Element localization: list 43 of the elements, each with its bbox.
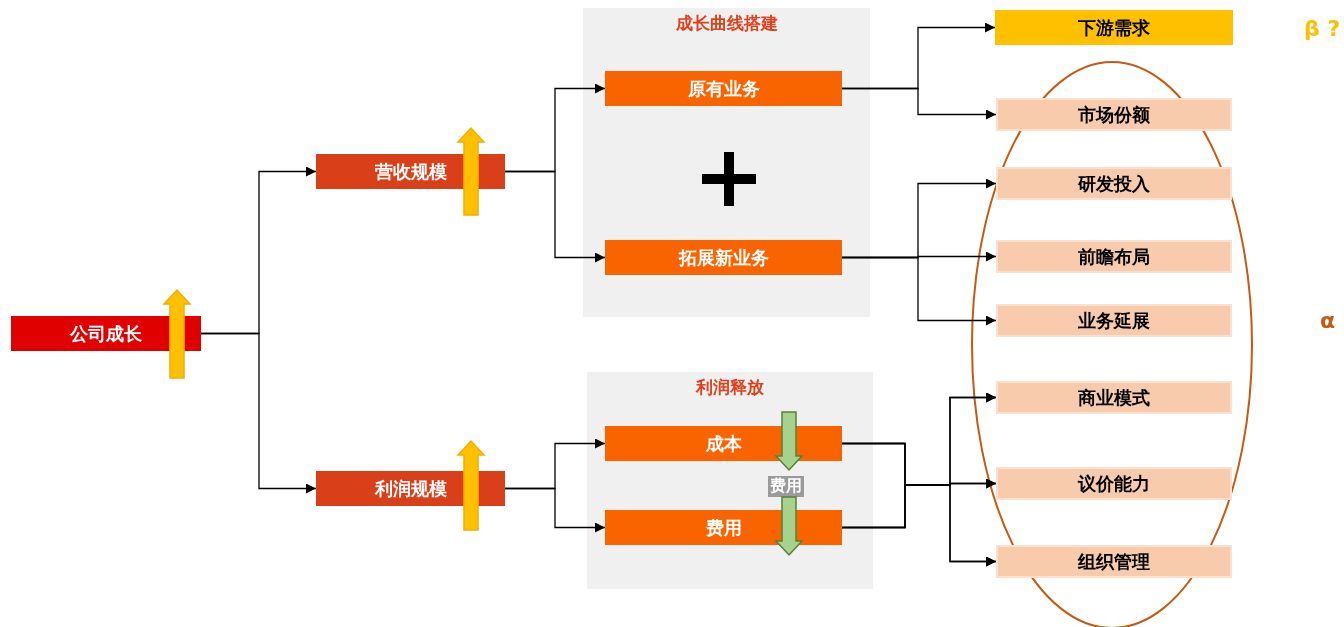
- box-label: 营收规模: [374, 159, 447, 184]
- group-heading: 利润释放: [696, 376, 764, 399]
- connector-arrow: [200, 332, 317, 494]
- box-label: 业务延展: [1078, 308, 1150, 333]
- group-heading: 成长曲线搭建: [675, 12, 778, 35]
- connector-arrow: [841, 484, 997, 567]
- box-label: 原有业务: [687, 76, 760, 101]
- process-box: [605, 71, 842, 106]
- factor-box: [996, 467, 1232, 500]
- root-box: [11, 316, 201, 351]
- box-label: 前瞻布局: [1078, 244, 1150, 269]
- connector-arrow: [841, 256, 997, 326]
- factor-box: [996, 304, 1232, 337]
- box-label: 组织管理: [1078, 549, 1150, 574]
- box-label: 成本: [705, 431, 742, 456]
- process-box: [605, 510, 842, 545]
- category-box: [316, 471, 505, 506]
- process-box: [605, 426, 842, 461]
- factor-box: [996, 381, 1232, 414]
- box-label: 下游需求: [1078, 15, 1150, 40]
- box-label: 市场份额: [1078, 102, 1150, 127]
- box-label: 拓展新业务: [678, 245, 769, 270]
- box-label: 费用: [705, 515, 742, 540]
- factor-box: [996, 98, 1232, 131]
- group-panel: [583, 8, 870, 317]
- factor-box: [996, 240, 1232, 273]
- connector-arrow: [504, 170, 606, 263]
- box-label: 商业模式: [1078, 385, 1150, 410]
- group-panel: [587, 372, 873, 589]
- box-label: 利润规模: [374, 476, 447, 501]
- connector-arrow: [841, 87, 997, 120]
- box-label: 议价能力: [1078, 471, 1150, 496]
- connector-arrow: [504, 487, 606, 533]
- process-box: [605, 240, 842, 275]
- category-box: [316, 154, 505, 189]
- highlight-box: [995, 10, 1233, 45]
- beta-label: β ?: [1304, 16, 1341, 41]
- factor-box: [996, 545, 1232, 578]
- factor-box: [996, 167, 1232, 200]
- stray-label: 费用: [768, 476, 804, 497]
- box-label: 公司成长: [70, 321, 142, 346]
- alpha-label: α: [1320, 308, 1336, 333]
- box-label: 研发投入: [1078, 171, 1150, 196]
